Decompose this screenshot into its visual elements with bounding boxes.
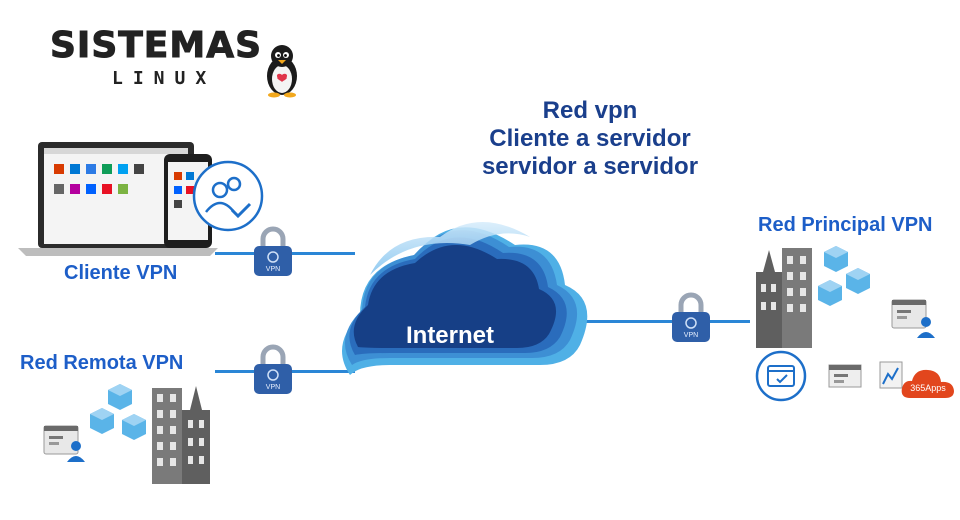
- document-icon: [828, 364, 862, 388]
- lock-icon: VPN: [254, 344, 292, 394]
- brand-subtitle: LINUX: [112, 68, 217, 89]
- office-cloud-icon: 365Apps: [901, 369, 954, 398]
- office-badge-label: 365Apps: [910, 383, 946, 393]
- internet-cloud: [342, 222, 588, 375]
- lock-label: VPN: [684, 332, 698, 339]
- id-card-icon: [43, 425, 85, 462]
- diagram-headline: Red vpn Cliente a servidor servidor a se…: [470, 97, 710, 181]
- buildings-icon: [756, 248, 812, 348]
- buildings-icon: [152, 386, 210, 484]
- cubes-icon: [818, 246, 870, 306]
- main-vpn-label: Red Principal VPN: [758, 214, 933, 236]
- lock-icon: VPN: [672, 292, 710, 342]
- laptop-icon: [18, 142, 218, 256]
- id-card-icon: [891, 299, 935, 338]
- headline-line-3: servidor a servidor: [481, 153, 699, 180]
- user-check-icon: [192, 160, 264, 232]
- penguin-icon: [267, 45, 297, 98]
- remote-network-icon: [43, 384, 210, 484]
- browser-check-icon: [755, 350, 807, 402]
- lock-label: VPN: [266, 384, 280, 391]
- cloud-label: Internet: [405, 322, 494, 349]
- client-vpn-label: Cliente VPN: [64, 262, 178, 284]
- brand-title: SISTEMAS: [49, 25, 263, 66]
- chart-document-icon: [879, 361, 903, 389]
- headline-line-1: Red vpn: [542, 97, 638, 124]
- lock-icon: VPN: [254, 226, 292, 276]
- remote-vpn-label: Red Remota VPN: [20, 352, 184, 374]
- main-connection-line: [575, 320, 750, 323]
- lock-label: VPN: [266, 266, 280, 273]
- cubes-icon: [90, 384, 146, 440]
- headline-line-2: Cliente a servidor: [489, 125, 691, 152]
- main-network-icon: [756, 246, 870, 348]
